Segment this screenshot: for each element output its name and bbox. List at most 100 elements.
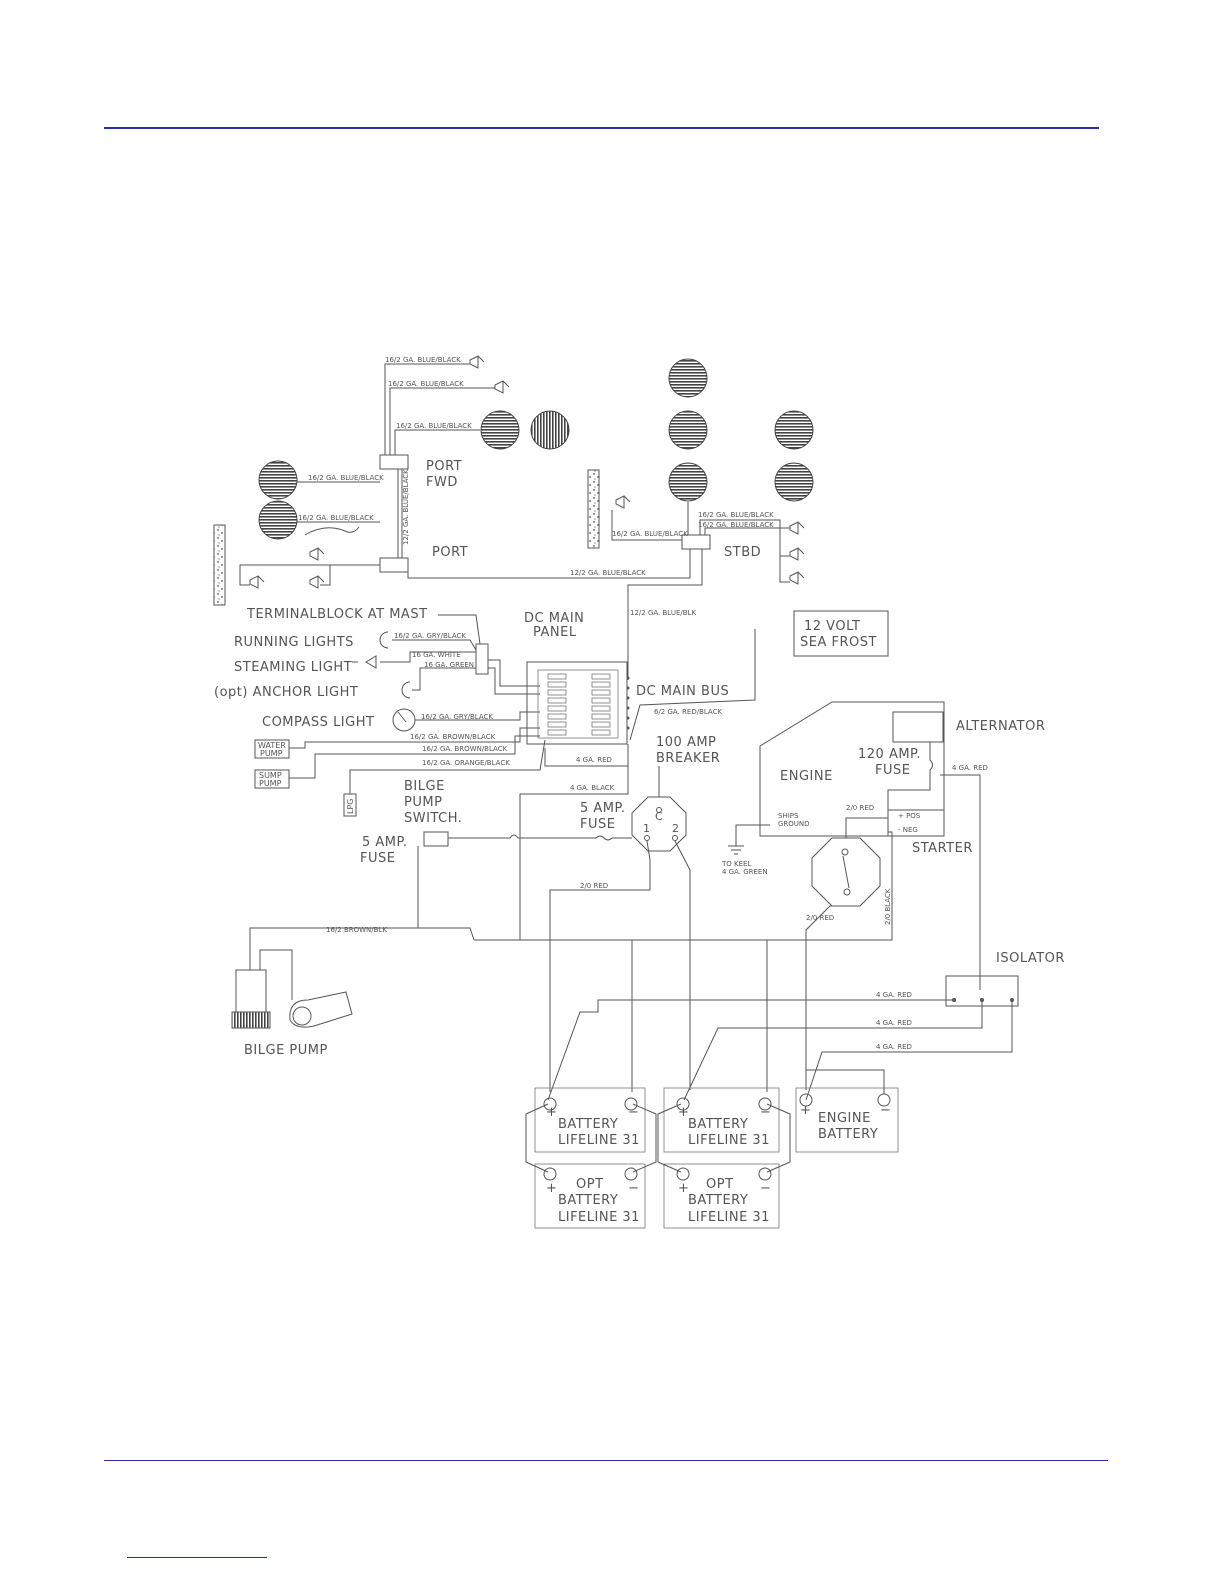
switch-2-label: 2 bbox=[672, 822, 679, 835]
minus-label: − bbox=[880, 1103, 891, 1118]
bulkhead-strip bbox=[587, 469, 600, 549]
opt-battery1-label-2: BATTERY bbox=[558, 1193, 618, 1208]
sea-frost-box bbox=[793, 610, 889, 657]
plus-label: + bbox=[546, 1105, 557, 1120]
lpg-label: LPG bbox=[346, 799, 355, 814]
neg-label: - NEG bbox=[898, 826, 918, 834]
minus-label: − bbox=[760, 1181, 771, 1196]
pos-label: + POS bbox=[898, 812, 921, 820]
top-wiring bbox=[239, 363, 790, 680]
pumps bbox=[254, 739, 357, 817]
terminal-block bbox=[681, 534, 711, 550]
opt-battery2-label-1: OPT bbox=[706, 1177, 734, 1192]
dc-main-bus-label: DC MAIN BUS bbox=[636, 684, 729, 699]
bilge-pump bbox=[231, 969, 353, 1029]
wire-label: 16 GA. WHITE bbox=[412, 651, 461, 659]
top-rule bbox=[104, 127, 1099, 129]
wire-label: 12/2 GA. BLUE/BLACK bbox=[402, 469, 410, 545]
light-icon bbox=[668, 410, 708, 450]
bilge-switch-label-1: BILGE bbox=[404, 779, 445, 794]
stbd-label: STBD bbox=[724, 545, 761, 560]
wire-label: 16/2 GA. BROWN/BLACK bbox=[410, 733, 496, 741]
wire-label: 2/0 BLACK bbox=[884, 888, 892, 925]
opt-battery2-label-2: BATTERY bbox=[688, 1193, 748, 1208]
mast-fixtures bbox=[352, 614, 540, 732]
isolator-wiring bbox=[547, 999, 1013, 1101]
switch-c-label: C bbox=[655, 810, 663, 823]
light-icon bbox=[530, 410, 570, 450]
light-icon bbox=[668, 462, 708, 502]
wire-label: 6/2 GA. RED/BLACK bbox=[654, 708, 722, 716]
dc-main-panel-label-1: DC MAIN bbox=[524, 611, 584, 626]
plus-label: + bbox=[800, 1103, 811, 1118]
wire-label: 2/0 RED bbox=[806, 914, 834, 922]
sea-frost-label-2: SEA FROST bbox=[800, 635, 877, 650]
light-icon bbox=[668, 358, 708, 398]
bilge-switch-label-2: PUMP bbox=[404, 795, 442, 810]
wire-label: 4 GA. RED bbox=[576, 756, 612, 764]
plus-label: + bbox=[546, 1181, 557, 1196]
wire-label: 16/2 GA. GRY/BLACK bbox=[394, 632, 466, 640]
dc-main-panel-label-2: PANEL bbox=[533, 625, 577, 640]
ships-ground-label-1: SHIPS bbox=[778, 812, 799, 820]
wire-label: 4 GA. BLACK bbox=[570, 784, 615, 792]
wire-label: 2/0 RED bbox=[846, 804, 874, 812]
batteries bbox=[525, 1069, 899, 1229]
light-icon bbox=[258, 460, 298, 500]
battery1-label-2: LIFELINE 31 bbox=[558, 1133, 640, 1148]
bulkhead-strip bbox=[213, 524, 226, 606]
battery2-label-1: BATTERY bbox=[688, 1117, 748, 1132]
wire-label: 4 GA. RED bbox=[876, 991, 912, 999]
steaming-light-label: STEAMING LIGHT bbox=[234, 660, 352, 675]
mast-labels: TERMINALBLOCK AT MAST RUNNING LIGHTS STE… bbox=[214, 607, 877, 766]
opt-battery1-label-3: LIFELINE 31 bbox=[558, 1210, 640, 1225]
battery-selector-switch bbox=[631, 766, 687, 852]
port-fwd-label-1: PORT bbox=[426, 459, 462, 474]
wire-label: 16/2 GA. GRY/BLACK bbox=[421, 713, 493, 721]
engine-outline bbox=[728, 701, 981, 990]
bottom-rule bbox=[104, 1460, 1108, 1461]
pump-wiring bbox=[289, 629, 756, 794]
breaker-label-1: 100 AMP bbox=[656, 735, 716, 750]
wire-label: 16/2 GA. BLUE/BLACK bbox=[298, 514, 374, 522]
wire-label: 16/2 GA. ORANGE/BLACK bbox=[422, 759, 510, 767]
wire-label: 16/2 GA. BLUE/BLACK bbox=[388, 380, 464, 388]
terminal-block bbox=[379, 557, 409, 573]
wire-label: 16/2 GA. BLUE/BLACK bbox=[612, 530, 688, 538]
fuse120-label-1: 120 AMP. bbox=[858, 747, 921, 762]
fuse5b-label-1: 5 AMP. bbox=[580, 801, 625, 816]
wire-label: 4 GA. RED bbox=[952, 764, 988, 772]
wire-label: 2/0 RED bbox=[580, 882, 608, 890]
battery2-label-2: LIFELINE 31 bbox=[688, 1133, 770, 1148]
light-icon bbox=[480, 410, 520, 450]
bilge-pump-label: BILGE PUMP bbox=[244, 1043, 328, 1058]
fuse5a-label-1: 5 AMP. bbox=[362, 835, 407, 850]
top-labels: PORT FWD PORT STBD 16/2 GA. BLUE/BLACK 1… bbox=[298, 356, 774, 617]
light-icon bbox=[258, 500, 298, 540]
running-lights-label: RUNNING LIGHTS bbox=[234, 635, 354, 650]
engine-label: ENGINE bbox=[780, 769, 833, 784]
sump-pump-label-1: SUMP bbox=[259, 771, 282, 780]
wire-label: 4 GA. RED bbox=[876, 1043, 912, 1051]
engine-battery-label-1: ENGINE bbox=[818, 1111, 871, 1126]
wire-label: 16 GA. GREEN bbox=[424, 661, 474, 669]
port-lights bbox=[258, 410, 570, 540]
minus-label: − bbox=[628, 1105, 639, 1120]
fuse120-label-2: FUSE bbox=[875, 763, 910, 778]
terminal-block bbox=[379, 454, 409, 470]
wire-label: 16/2 GA. BLUE/BLACK bbox=[698, 511, 774, 519]
wire-label: 16/2 BROWN/BLK bbox=[326, 926, 387, 934]
wire-label: 12/2 GA. BLUE/BLACK bbox=[570, 569, 646, 577]
alternator-label: ALTERNATOR bbox=[956, 719, 1045, 734]
light-icon bbox=[774, 410, 814, 450]
breaker-label-2: BREAKER bbox=[656, 751, 720, 766]
water-pump-label-1: WATER bbox=[258, 741, 286, 750]
wire-label: 16/2 GA. BLUE/BLACK bbox=[385, 356, 461, 364]
anchor-light-label: (opt) ANCHOR LIGHT bbox=[214, 685, 358, 700]
sump-pump-label-2: PUMP bbox=[259, 779, 282, 788]
light-icon bbox=[774, 462, 814, 502]
battery1-label-1: BATTERY bbox=[558, 1117, 618, 1132]
footer-underline bbox=[127, 1557, 267, 1558]
plus-label: + bbox=[678, 1105, 689, 1120]
